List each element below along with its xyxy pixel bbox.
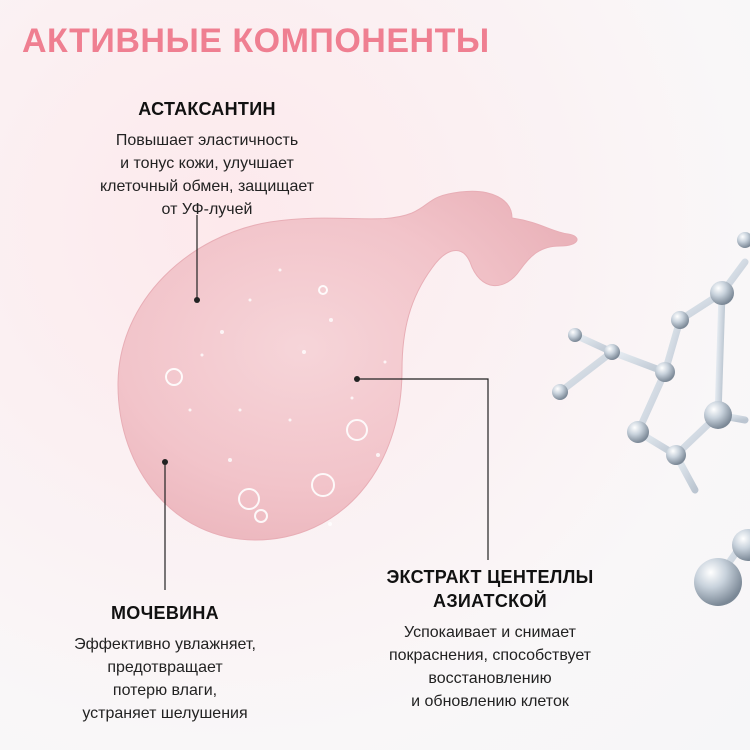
- component-heading: ЭКСТРАКТ ЦЕНТЕЛЛЫ АЗИАТСКОЙ: [360, 565, 620, 613]
- component-description: Успокаивает и снимает покраснения, спосо…: [388, 624, 592, 710]
- component-heading-line: ЭКСТРАКТ ЦЕНТЕЛЛЫ: [386, 567, 594, 587]
- component-heading-line: АЗИАТСКОЙ: [433, 591, 547, 611]
- component-description: Повышает эластичность и тонус кожи, улуч…: [99, 132, 315, 218]
- leader-dots: [162, 297, 360, 465]
- component-description: Эффективно увлажняет, предотвращает поте…: [74, 636, 256, 722]
- component-urea: МОЧЕВИНА Эффективно увлажняет, предотвра…: [40, 601, 290, 725]
- leader-lines: [164, 215, 489, 590]
- molecule-illustration: [552, 232, 750, 606]
- component-centella: ЭКСТРАКТ ЦЕНТЕЛЛЫ АЗИАТСКОЙ Успокаивает …: [360, 565, 620, 713]
- page-title: АКТИВНЫЕ КОМПОНЕНТЫ: [22, 22, 490, 60]
- component-astaxanthin: АСТАКСАНТИН Повышает эластичность и тону…: [62, 97, 352, 221]
- component-heading: МОЧЕВИНА: [111, 603, 219, 623]
- component-heading: АСТАКСАНТИН: [138, 99, 276, 119]
- serum-drop-image: [117, 190, 578, 541]
